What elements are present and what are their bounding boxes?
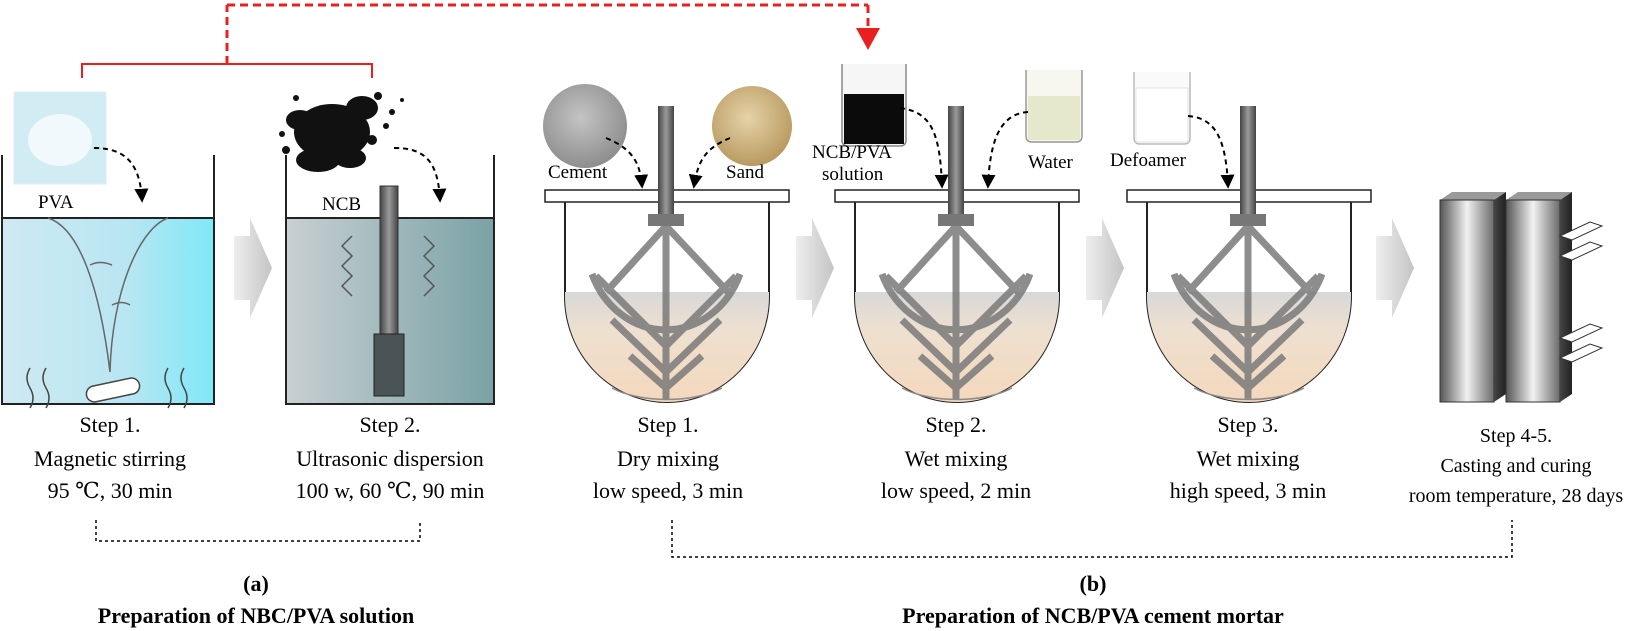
mixer-step2 — [834, 106, 1080, 403]
part-b-label: (b) — [1080, 571, 1107, 596]
feed-connector — [81, 3, 880, 78]
a-step2-line1: Ultrasonic dispersion — [296, 446, 484, 471]
ncb-pva-label: NCB/PVA — [812, 142, 892, 163]
defoamer-label: Defoamer — [1110, 150, 1187, 171]
b-step2-line2: low speed, 2 min — [881, 478, 1031, 503]
a-step1-line2: 95 ℃, 30 min — [48, 478, 173, 503]
process-arrow-icon — [1086, 218, 1124, 318]
b-step3-line2: high speed, 3 min — [1170, 478, 1326, 503]
process-arrow-icon — [1376, 218, 1414, 318]
a-step2-title: Step 2. — [359, 412, 420, 437]
defoamer-beaker — [1133, 72, 1191, 145]
electrode-mesh — [1558, 323, 1604, 343]
b-step45-line1: Casting and curing — [1440, 455, 1591, 477]
a-step1-line1: Magnetic stirring — [34, 446, 186, 471]
cement-image — [543, 84, 627, 168]
b-step45-line2: room temperature, 28 days — [1409, 485, 1624, 507]
stir-bar — [85, 377, 141, 403]
process-arrow-icon — [234, 218, 272, 318]
cast-specimens — [1439, 192, 1604, 403]
sand-label: Sand — [726, 162, 765, 183]
bracket-b — [671, 520, 1513, 558]
electrode-mesh — [1558, 221, 1604, 241]
sand-image — [712, 86, 792, 166]
pva-label: PVA — [38, 192, 74, 213]
ultrasonic-probe — [379, 185, 399, 335]
process-arrow-icon — [796, 218, 834, 318]
b-step45-title: Step 4-5. — [1480, 425, 1552, 447]
ncb-ultrasonic-beaker: NCB — [279, 92, 495, 405]
b-step1-line2: low speed, 3 min — [593, 478, 743, 503]
a-step1-title: Step 1. — [79, 412, 140, 437]
feed-arrowhead-icon — [856, 28, 880, 50]
a-step2-line2: 100 w, 60 ℃, 90 min — [296, 478, 485, 503]
part-a-label: (a) — [243, 571, 269, 596]
pva-stirring-beaker: PVA — [1, 91, 215, 409]
ncb-pva-solution-beaker — [841, 64, 907, 147]
b-step1-title: Step 1. — [637, 412, 698, 437]
part-b-title: Preparation of NCB/PVA cement mortar — [902, 603, 1284, 628]
b-step3-line1: Wet mixing — [1197, 446, 1300, 471]
ncb-label: NCB — [322, 194, 361, 215]
part-a-title: Preparation of NBC/PVA solution — [98, 603, 414, 628]
electrode-mesh — [1558, 241, 1604, 261]
mixer-step3 — [1126, 106, 1372, 403]
b-step1-line1: Dry mixing — [617, 446, 719, 471]
b-step2-title: Step 2. — [925, 412, 986, 437]
ncb-powder-image — [279, 92, 404, 172]
mixer-group — [544, 106, 1372, 403]
water-beaker — [1025, 70, 1083, 143]
cement-label: Cement — [548, 162, 608, 183]
solution-label: solution — [822, 164, 884, 185]
b-step2-line1: Wet mixing — [905, 446, 1008, 471]
mixer-step1 — [544, 106, 790, 403]
bracket-a — [95, 520, 421, 542]
electrode-mesh — [1558, 343, 1604, 363]
water-label: Water — [1028, 152, 1074, 173]
b-step3-title: Step 3. — [1217, 412, 1278, 437]
